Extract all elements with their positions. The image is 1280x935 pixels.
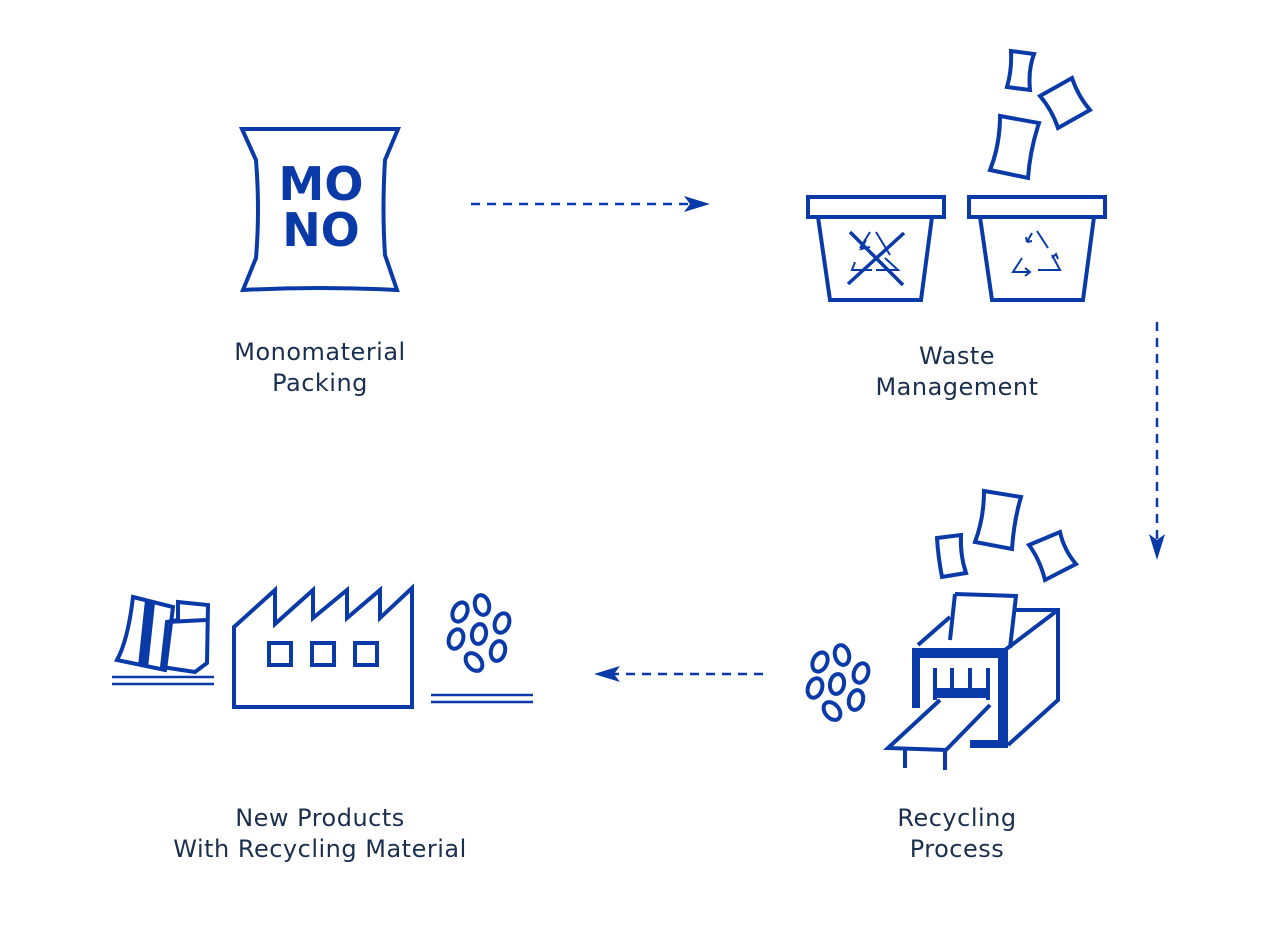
label-line: New Products — [235, 804, 405, 832]
recyclable-bin-icon — [967, 195, 1107, 302]
label-line: Waste — [918, 342, 996, 370]
pellets-icon — [431, 593, 533, 704]
step-label-waste: Waste Management — [807, 341, 1107, 403]
arrow-down — [1149, 322, 1165, 560]
pellets-icon — [805, 643, 871, 722]
step-label-new-products: New Products With Recycling Material — [120, 803, 520, 865]
label-line: Management — [875, 373, 1039, 401]
products-icon — [112, 594, 214, 686]
label-line: Recycling — [897, 804, 1017, 832]
pack-text-line-2: NO — [282, 203, 360, 257]
falling-pack-icon — [987, 48, 1094, 181]
pack-text-line-1: MO — [279, 157, 364, 211]
label-line: With Recycling Material — [173, 835, 467, 863]
arrow-left — [594, 666, 763, 682]
label-line: Packing — [272, 369, 368, 397]
arrow-right — [471, 196, 710, 212]
recycling-machine-icon — [805, 488, 1080, 770]
label-line: Process — [909, 835, 1005, 863]
step-label-monomaterial: Monomaterial Packing — [170, 337, 470, 399]
non-recyclable-bin-icon — [806, 195, 946, 302]
factory-icon — [232, 583, 414, 709]
mono-pack-icon: MO NO — [238, 127, 402, 293]
waste-bins-icon — [806, 48, 1107, 302]
falling-pack-icon — [934, 488, 1080, 583]
label-line: Monomaterial — [234, 338, 406, 366]
step-label-recycling: Recycling Process — [807, 803, 1107, 865]
